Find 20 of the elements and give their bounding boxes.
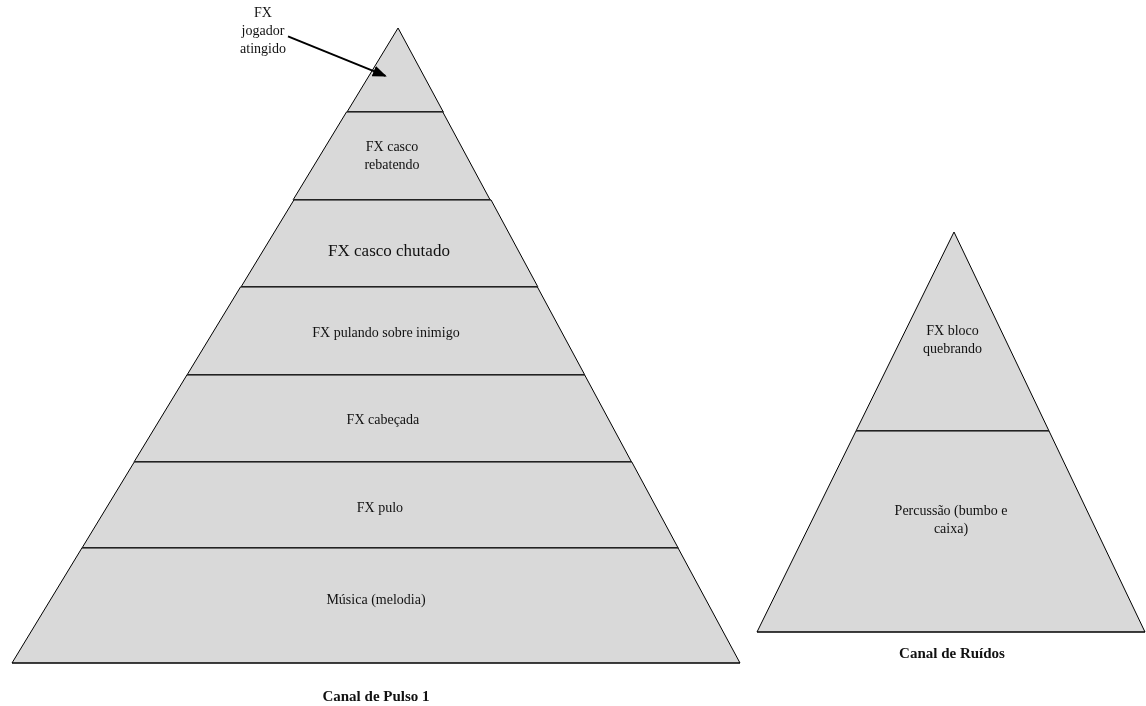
layer-label: FX casco rebatendo bbox=[363, 138, 421, 174]
pyramid-layer bbox=[187, 287, 585, 375]
layer-label: Música (melodia) bbox=[325, 591, 427, 609]
layer-label: Percussão (bumbo e caixa) bbox=[893, 502, 1009, 538]
pyramid-layer bbox=[240, 200, 538, 287]
leader-arrow bbox=[287, 35, 387, 77]
pyramid-caption: Canal de Pulso 1 bbox=[322, 688, 430, 705]
pyramid-layer bbox=[757, 431, 1145, 632]
layer-label: FX pulando sobre inimigo bbox=[311, 324, 461, 342]
layer-label: FX bloco quebrando bbox=[921, 322, 984, 358]
pyramid-layer bbox=[856, 232, 1049, 431]
pyramid-layer bbox=[12, 548, 740, 663]
layer-label: FX casco chutado bbox=[327, 242, 451, 260]
pyramid-caption: Canal de Ruídos bbox=[899, 645, 1005, 662]
pyramid-layer bbox=[81, 462, 679, 548]
layer-label: FX pulo bbox=[355, 499, 405, 517]
pyramid-layer bbox=[134, 375, 632, 462]
layer-label: FX cabeçada bbox=[345, 411, 421, 429]
callout-text: FX jogador atingido bbox=[234, 4, 292, 58]
pyramid-apex-triangle bbox=[346, 28, 444, 112]
